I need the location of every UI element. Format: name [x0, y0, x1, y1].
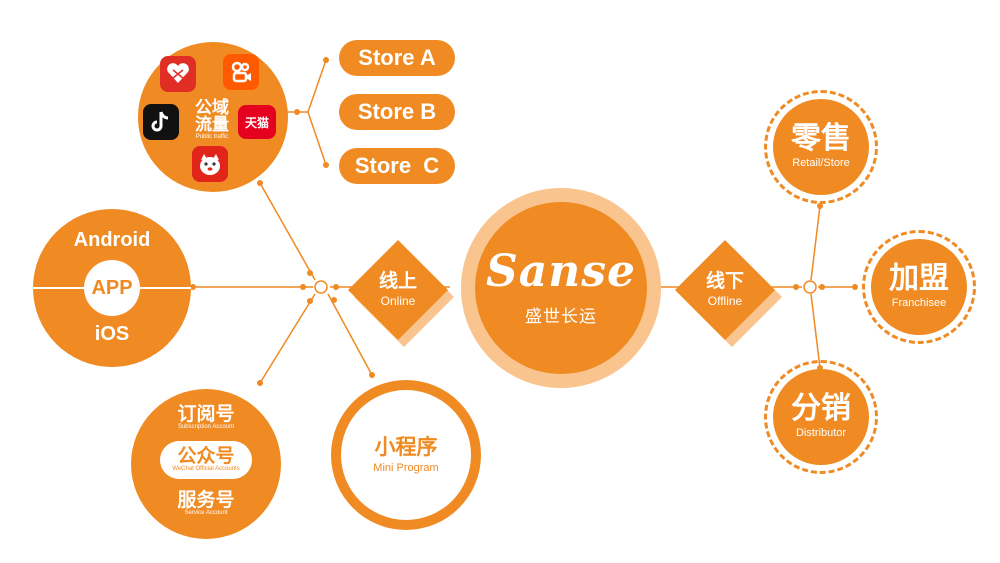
franchisee-cn: 加盟: [889, 261, 949, 295]
offline-en: Offline: [707, 294, 743, 308]
android-label: Android: [73, 228, 151, 251]
service-label: 服务号 Service Account: [131, 487, 281, 521]
brand-cn: 盛世长运: [525, 306, 597, 326]
offline-label: 线下 Offline: [685, 266, 765, 314]
franchisee-ring: [862, 230, 976, 344]
franchisee-en: Franchisee: [891, 296, 947, 309]
retail-cn: 零售: [791, 121, 851, 155]
ios-label: iOS: [94, 322, 130, 345]
offline-cn: 线下: [705, 271, 744, 292]
brand-logo: Sanse: [485, 245, 637, 297]
store-b-pill[interactable]: Store B: [339, 94, 455, 130]
online-en: Online: [380, 294, 416, 308]
subscription-label: 订阅号 Subscription Account: [131, 401, 281, 435]
mini-program-cn: 小程序: [374, 435, 438, 459]
service-en: Service Account: [184, 509, 228, 516]
retail-en: Retail/Store: [792, 156, 850, 169]
kuaishou-icon: [223, 54, 259, 90]
distributor-node: 分销 Distributor: [773, 369, 869, 465]
distributor-cn: 分销: [791, 391, 851, 425]
subscription-cn: 订阅号: [177, 403, 235, 425]
store-a-pill[interactable]: Store A: [339, 40, 455, 76]
app-label: APP: [84, 260, 140, 316]
tmall-icon: 天猫: [238, 105, 276, 139]
brand-circle: Sanse 盛世长运: [475, 202, 647, 374]
mini-program-en: Mini Program: [373, 461, 439, 474]
public-traffic-cn1: 公域: [195, 97, 229, 117]
retail-node: 零售 Retail/Store: [773, 99, 869, 195]
online-diamond: [348, 240, 454, 347]
online-label: 线上 Online: [358, 266, 438, 314]
public-traffic-label: 公域 流量 Public traffic: [182, 92, 242, 148]
public-traffic-circle: 天猫 公域 流量 Public traffic: [138, 42, 288, 192]
public-traffic-en: Public traffic: [195, 134, 229, 141]
official-account-badge: 公众号 WeChat Official Accounts: [160, 441, 252, 479]
distributor-ring: [764, 360, 878, 474]
pinduoduo-icon: [160, 56, 196, 92]
service-cn: 服务号: [177, 489, 235, 511]
tmall-label: 天猫: [244, 115, 269, 130]
mini-program-circle: 小程序 Mini Program: [331, 380, 481, 530]
wechat-circle: 订阅号 Subscription Account 公众号 WeChat Offi…: [131, 389, 281, 539]
mini-program-inner: 小程序 Mini Program: [341, 390, 471, 520]
franchisee-node: 加盟 Franchisee: [871, 239, 967, 335]
public-traffic-cn2: 流量: [195, 115, 229, 135]
jd-icon: [192, 146, 228, 182]
douyin-icon: [143, 104, 179, 140]
store-c-pill[interactable]: Store C: [339, 148, 455, 184]
app-circle: Android APP iOS: [33, 209, 191, 367]
offline-diamond: [675, 240, 782, 347]
online-cn: 线上: [378, 271, 417, 292]
official-en: WeChat Official Accounts: [172, 465, 240, 472]
retail-ring: [764, 90, 878, 204]
distributor-en: Distributor: [795, 426, 847, 439]
official-cn: 公众号: [177, 445, 235, 467]
subscription-en: Subscription Account: [177, 423, 235, 430]
